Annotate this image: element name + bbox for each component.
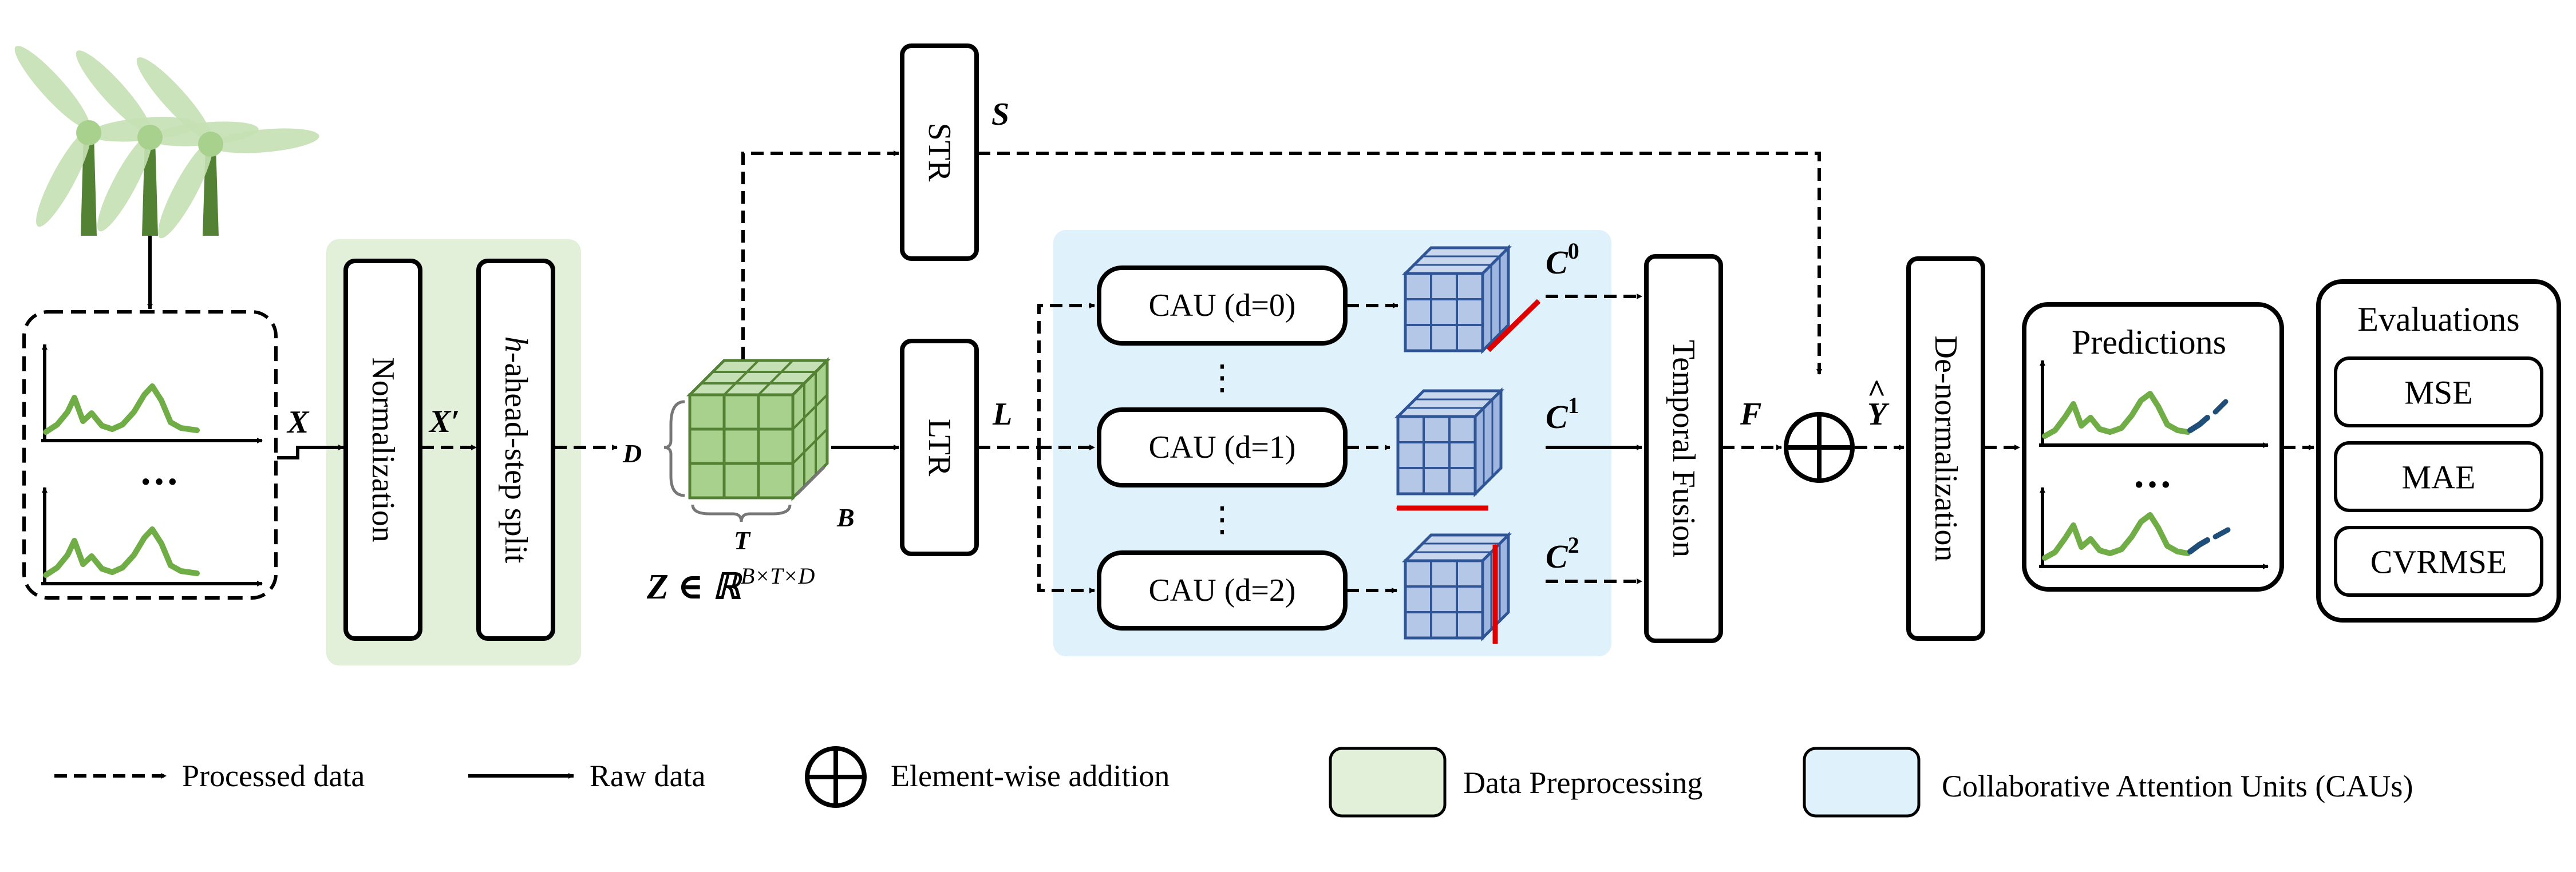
cau-ellipsis-bottom: ⋮ bbox=[1205, 501, 1239, 538]
legend-preprocessing-label: Data Preprocessing bbox=[1463, 766, 1702, 800]
h-split-rest: -ahead-step split bbox=[498, 352, 534, 564]
d-label: D bbox=[622, 439, 642, 468]
b-brace bbox=[796, 466, 825, 496]
cau-0-block bbox=[1097, 265, 1348, 346]
h-italic: h bbox=[498, 336, 534, 352]
z-expression-sup: B×T×D bbox=[741, 563, 815, 589]
x-prime-label: X′ bbox=[428, 404, 460, 439]
s-label: S bbox=[991, 97, 1009, 132]
metric-mse-label: MSE bbox=[2404, 374, 2472, 411]
cau-2-label: CAU (d=2) bbox=[1148, 573, 1295, 608]
f-label: F bbox=[1740, 397, 1761, 432]
x-label: X bbox=[286, 405, 310, 440]
cau-1-block bbox=[1097, 407, 1348, 487]
c0-label-main: C bbox=[1546, 244, 1568, 281]
cau-2-block bbox=[1097, 550, 1348, 631]
prediction-series-top bbox=[2039, 360, 2269, 448]
element-wise-addition-icon bbox=[1784, 412, 1855, 483]
str-label: STR bbox=[922, 123, 957, 182]
cau-ellipsis-top: ⋮ bbox=[1205, 359, 1239, 397]
input-series-box bbox=[22, 310, 278, 600]
predictions-ellipsis: ··· bbox=[2132, 463, 2172, 507]
y-hat-label: Y bbox=[1867, 397, 1890, 432]
t-label: T bbox=[734, 526, 751, 555]
metric-mae-label: MAE bbox=[2402, 459, 2476, 496]
attention-cube-c1 bbox=[1394, 387, 1505, 498]
str-block bbox=[900, 43, 979, 261]
legend: Processed data Raw data Element-wise add… bbox=[54, 746, 2413, 818]
ltr-block bbox=[900, 339, 979, 556]
z-expression-main: Z ∈ ℝ bbox=[646, 568, 743, 607]
evaluations-title: Evaluations bbox=[2357, 300, 2519, 338]
str-to-adder-arrow bbox=[978, 152, 1822, 375]
cau-0-label: CAU (d=0) bbox=[1148, 288, 1295, 323]
metric-cvrmse-label: CVRMSE bbox=[2370, 544, 2507, 581]
c0-label: C0 bbox=[1546, 238, 1579, 281]
temporal-fusion-label: Temporal Fusion bbox=[1666, 340, 1701, 557]
c2-label: C2 bbox=[1546, 532, 1579, 575]
t-brace bbox=[691, 504, 792, 522]
prediction-series-bottom bbox=[2039, 487, 2269, 569]
ltr-label: LTR bbox=[922, 419, 957, 477]
y-hat-accent: ^ bbox=[1867, 374, 1886, 409]
c1-label-main: C bbox=[1546, 398, 1568, 435]
metric-mae-box bbox=[2334, 441, 2543, 512]
c2-label-main: C bbox=[1546, 538, 1568, 575]
tensor-to-str-arrow bbox=[741, 150, 899, 359]
attention-cube-c2 bbox=[1401, 531, 1512, 642]
metric-cvrmse-box bbox=[2334, 526, 2543, 597]
legend-preprocessing-swatch bbox=[1329, 747, 1447, 818]
legend-raw-label: Raw data bbox=[590, 759, 705, 793]
attention-cube-c0 bbox=[1401, 244, 1512, 355]
c0-label-sup: 0 bbox=[1568, 238, 1579, 264]
predictions-title: Predictions bbox=[2072, 323, 2226, 361]
input-series-top bbox=[41, 344, 263, 443]
temporal-fusion-block bbox=[1644, 254, 1723, 643]
c2-label-sup: 2 bbox=[1568, 532, 1579, 558]
d-brace bbox=[663, 400, 685, 497]
input-ellipsis: ··· bbox=[139, 460, 179, 504]
legend-cau-swatch bbox=[1803, 747, 1921, 818]
legend-cau-label: Collaborative Attention Units (CAUs) bbox=[1942, 769, 2413, 803]
c0-direction-arrow bbox=[1486, 299, 1541, 352]
metric-mse-box bbox=[2334, 356, 2543, 427]
wind-turbine-icon bbox=[14, 46, 319, 239]
normalization-block bbox=[343, 259, 422, 641]
denormalization-block bbox=[1906, 256, 1985, 641]
legend-addition-icon bbox=[805, 746, 867, 808]
input-to-normalization-arrow bbox=[277, 445, 344, 459]
legend-addition-label: Element-wise addition bbox=[891, 759, 1170, 793]
input-series-bottom bbox=[41, 487, 263, 586]
b-label: B bbox=[836, 503, 855, 532]
l-label: L bbox=[992, 397, 1012, 432]
ltr-to-cau0-arrow bbox=[978, 303, 1095, 449]
denormalization-label: De-normalization bbox=[1928, 336, 1963, 562]
tensor-cube-icon bbox=[686, 356, 831, 502]
c1-label: C1 bbox=[1546, 393, 1579, 435]
h-ahead-split-block bbox=[476, 259, 555, 641]
c1-label-sup: 1 bbox=[1568, 393, 1579, 418]
cau-1-label: CAU (d=1) bbox=[1148, 430, 1295, 465]
normalization-label: Normalization bbox=[365, 357, 401, 542]
ltr-to-cau2-arrow bbox=[1037, 447, 1095, 593]
z-expression: Z ∈ ℝB×T×D bbox=[646, 563, 815, 607]
h-ahead-split-label: h-ahead-step split bbox=[498, 336, 534, 564]
legend-processed-label: Processed data bbox=[182, 759, 365, 793]
